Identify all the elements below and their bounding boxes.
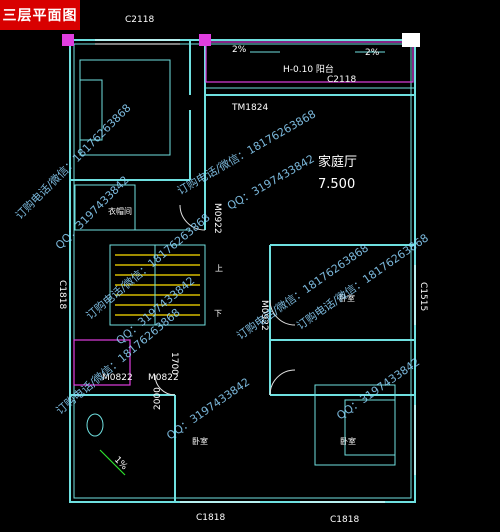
column-ne <box>402 33 420 47</box>
column-nw <box>62 34 74 46</box>
label-slope-2: 2% <box>365 48 380 58</box>
stair-up-label: 上 <box>215 264 223 273</box>
room-family-hall-area: 7.500 <box>318 177 355 192</box>
watermark-qq-4: QQ：3197433842 <box>164 375 252 442</box>
label-slope-3: 1% <box>112 455 129 472</box>
label-tm1824: TM1824 <box>231 103 268 113</box>
stair-outline <box>109 244 206 326</box>
watermark-phone-1: 订购电话/微信：18176263868 <box>12 101 133 222</box>
label-m0922-a: M0922 <box>212 203 222 234</box>
label-c1818-bl: C1818 <box>196 513 225 523</box>
watermark-phone-2: 订购电话/微信：18176263868 <box>175 107 319 198</box>
label-m0922-b: M0922 <box>259 300 269 331</box>
label-dim-2000: 2000 <box>153 387 163 410</box>
watermark-qq-5: QQ：3197433842 <box>334 355 422 422</box>
label-c2118-top: C2118 <box>125 15 154 25</box>
bath-sink-area <box>73 339 131 386</box>
door-swing-m0922-a <box>179 204 206 231</box>
label-balcony: H-0.10 阳台 <box>283 63 334 75</box>
page-title: 三层平面图 <box>0 0 80 30</box>
stair-steps <box>115 254 200 316</box>
room-bedroom-e: 卧室 <box>339 293 355 303</box>
label-m0822-b: M0822 <box>148 373 179 383</box>
toilet <box>86 413 104 437</box>
label-slope-1: 2% <box>232 45 247 55</box>
label-c1515: C1515 <box>418 282 428 311</box>
room-bedroom-s: 卧室 <box>192 436 208 446</box>
room-family-hall: 家庭厅 <box>318 154 357 170</box>
outer-wall-inner <box>73 43 412 499</box>
door-swing-m0922-b <box>269 299 296 326</box>
label-c1818-left: C1818 <box>57 280 67 309</box>
balcony-outline <box>205 41 414 83</box>
label-dim-1700: 1700 <box>169 352 179 375</box>
room-bedroom-se: 卧室 <box>340 436 356 446</box>
door-swing-se <box>269 369 296 396</box>
bath-slope-arrow <box>99 449 126 476</box>
room-wardrobe: 衣帽间 <box>108 206 132 216</box>
bed-se <box>344 399 396 456</box>
stair-down-label: 下 <box>214 309 222 318</box>
label-c1818-br: C1818 <box>330 515 359 525</box>
label-m0822-a: M0822 <box>102 373 133 383</box>
door-swing-m0822 <box>154 374 176 396</box>
column-n <box>199 34 211 46</box>
bed-nw <box>79 79 103 141</box>
label-c2118-balcony: C2118 <box>327 75 356 85</box>
watermark-phone-6: 订购电话/微信：18176263868 <box>53 305 183 417</box>
